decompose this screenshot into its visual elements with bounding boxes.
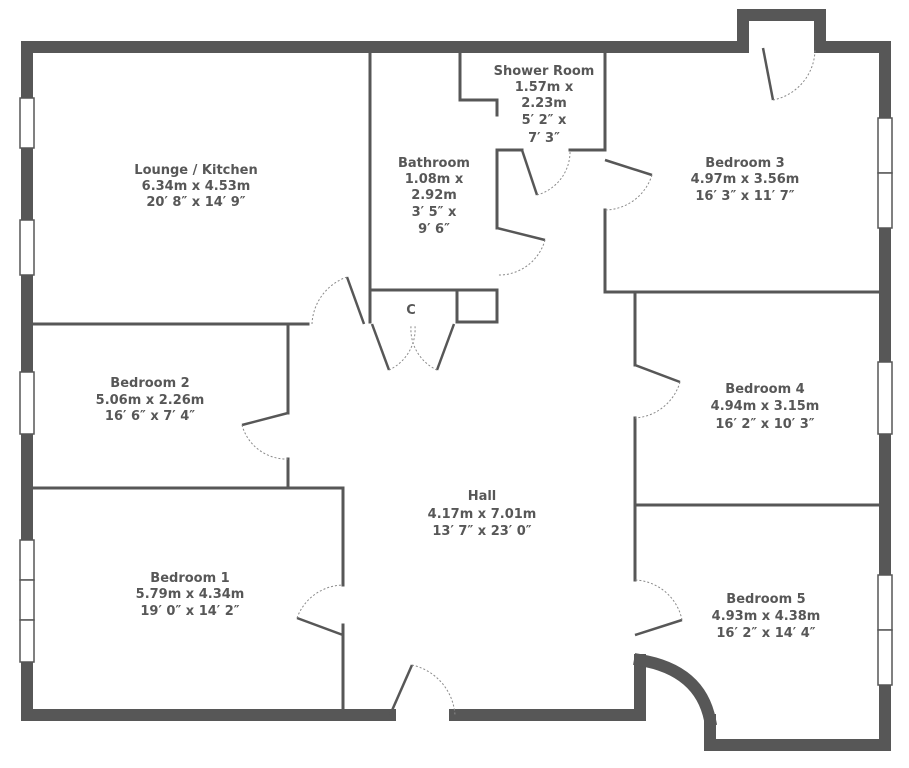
- door-lounge: [311, 276, 366, 325]
- shower-imperial-1: 5′ 2″ x: [522, 113, 567, 128]
- door-bathroom: [496, 226, 546, 276]
- bedroom4-imperial: 16′ 2″ x 10′ 3″: [715, 417, 814, 432]
- window-bedroom1-2: [19, 579, 35, 621]
- lounge-name: Lounge / Kitchen: [134, 163, 257, 178]
- shower-metric-2: 2.23m: [521, 96, 567, 111]
- door-entrance: [388, 664, 456, 716]
- lounge-imperial: 20′ 8″ x 14′ 9″: [146, 195, 245, 210]
- bathroom-name: Bathroom: [398, 156, 470, 171]
- door-bedroom5: [634, 579, 683, 637]
- window-bedroom5-1: [877, 574, 893, 631]
- hall-metric: 4.17m x 7.01m: [428, 507, 537, 522]
- bedroom1-metric: 5.79m x 4.34m: [136, 587, 245, 602]
- door-shower: [520, 149, 571, 196]
- bedroom5-name: Bedroom 5: [726, 592, 805, 607]
- shower-name: Shower Room: [494, 64, 595, 79]
- bathroom-imperial-2: 9′ 6″: [418, 222, 450, 237]
- bedroom5-metric: 4.93m x 4.38m: [712, 609, 821, 624]
- hall-name: Hall: [468, 489, 497, 504]
- window-bedroom5-2: [877, 629, 893, 686]
- doors: [241, 47, 816, 716]
- bedroom3-name: Bedroom 3: [705, 156, 784, 171]
- bathroom-metric-2: 2.92m: [411, 188, 457, 203]
- window-bedroom2: [19, 371, 35, 435]
- window-lounge-1: [19, 97, 35, 149]
- bedroom3-imperial: 16′ 3″ x 11′ 7″: [695, 189, 794, 204]
- curved-entrance-wall: [633, 653, 718, 728]
- bedroom4-name: Bedroom 4: [725, 382, 804, 397]
- bathroom-imperial-1: 3′ 5″ x: [412, 205, 457, 220]
- bedroom2-metric: 5.06m x 2.26m: [96, 393, 205, 408]
- door-bedroom1: [296, 584, 344, 637]
- bedroom2-name: Bedroom 2: [110, 376, 189, 391]
- door-closet-top: [761, 47, 816, 101]
- bedroom4-metric: 4.94m x 3.15m: [711, 399, 820, 414]
- windows: [19, 97, 893, 686]
- bedroom3-metric: 4.97m x 3.56m: [691, 172, 800, 187]
- window-bedroom3-2: [877, 172, 893, 229]
- door-bedroom2: [241, 411, 289, 460]
- interior-walls: [31, 51, 881, 711]
- window-lounge-2: [19, 219, 35, 276]
- shower-metric-1: 1.57m x: [515, 80, 574, 95]
- door-cupboard-right: [410, 323, 456, 371]
- bathroom-metric-1: 1.08m x: [405, 172, 464, 187]
- bedroom2-imperial: 16′ 6″ x 7′ 4″: [105, 409, 195, 424]
- door-bedroom3: [604, 158, 653, 211]
- window-bedroom4: [877, 361, 893, 435]
- bedroom5-imperial: 16′ 2″ x 14′ 4″: [716, 626, 815, 641]
- cupboard-label: C: [406, 303, 416, 318]
- window-bedroom1-1: [19, 539, 35, 581]
- outer-wall-bottom-right: [449, 654, 646, 721]
- room-labels: Lounge / Kitchen 6.34m x 4.53m 20′ 8″ x …: [96, 64, 821, 641]
- lounge-metric: 6.34m x 4.53m: [142, 179, 251, 194]
- door-bedroom4: [634, 363, 681, 419]
- bedroom1-imperial: 19′ 0″ x 14′ 2″: [140, 604, 239, 619]
- window-bedroom1-3: [19, 619, 35, 663]
- bedroom1-name: Bedroom 1: [150, 571, 229, 586]
- door-cupboard-left: [370, 323, 416, 371]
- shower-imperial-2: 7′ 3″: [528, 131, 560, 146]
- cupboard-area: [372, 292, 497, 324]
- window-bedroom3-1: [877, 117, 893, 174]
- hall-imperial: 13′ 7″ x 23′ 0″: [432, 524, 531, 539]
